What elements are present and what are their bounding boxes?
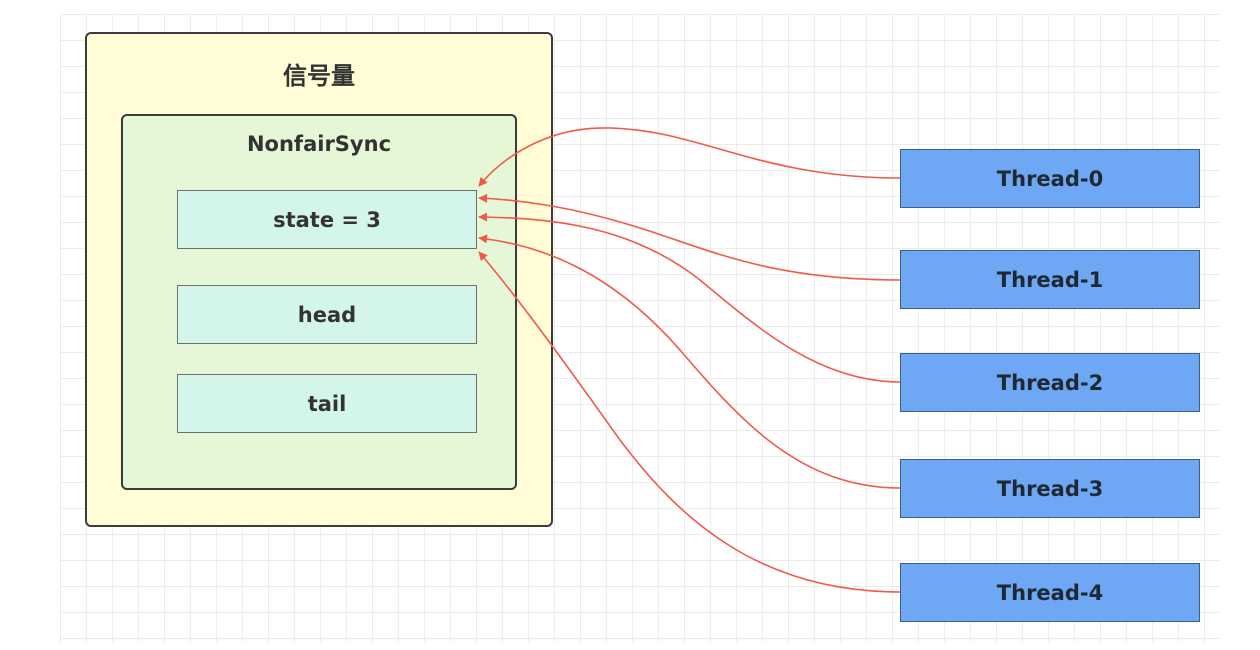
semaphore-title: 信号量 (283, 62, 355, 90)
arrow-thread-0 (478, 127, 901, 187)
nonfairsync-title: NonfairSync (246, 132, 392, 156)
head-field: head (177, 285, 477, 344)
arrow-thread-3 (478, 234, 901, 489)
thread-2-box: Thread-2 (900, 353, 1200, 412)
state-field: state = 3 (177, 190, 477, 249)
arrow-thread-1 (478, 193, 901, 281)
arrow-thread-2 (478, 212, 901, 383)
thread-3-box: Thread-3 (900, 459, 1200, 518)
thread-1-box: Thread-1 (900, 250, 1200, 309)
thread-4-box: Thread-4 (900, 563, 1200, 622)
thread-0-box: Thread-0 (900, 149, 1200, 208)
tail-field: tail (177, 374, 477, 433)
arrow-thread-4 (478, 251, 901, 593)
